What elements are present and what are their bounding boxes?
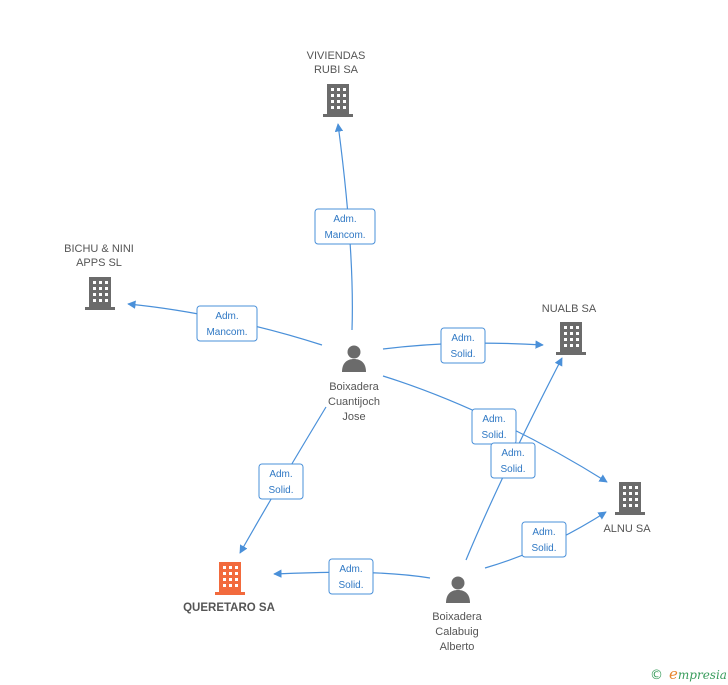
- edge-label-line: Adm.: [532, 527, 555, 538]
- edge-label-jose-bichu: Adm. Mancom.: [196, 305, 258, 342]
- person-name-line: Alberto: [440, 641, 475, 653]
- building-icon: [556, 322, 586, 355]
- edge-label-line: Adm.: [339, 564, 362, 575]
- edge-label-jose-queretaro: Adm. Solid.: [258, 463, 304, 500]
- person-name-line: Boixadera: [432, 611, 482, 623]
- copyright-symbol: ©: [650, 668, 663, 683]
- edge-label-line: Adm.: [215, 311, 238, 322]
- edge-label-jose-nualb: Adm. Solid.: [440, 327, 486, 364]
- company-node-alnu[interactable]: ALNU SA: [603, 482, 651, 535]
- edge-label-line: Solid.: [500, 464, 525, 475]
- company-name-line: NUALB SA: [542, 303, 597, 315]
- company-name-line: APPS SL: [76, 257, 122, 269]
- company-name-line: VIVIENDAS: [307, 50, 366, 62]
- edge-label-jose-viviendas: Adm. Mancom.: [314, 208, 376, 245]
- edge-label-alberto-alnu: Adm. Solid.: [521, 521, 567, 558]
- building-icon: [215, 562, 245, 595]
- person-name-line: Boixadera: [329, 381, 379, 393]
- edge-label-line: Solid.: [268, 485, 293, 496]
- edge-label-jose-alnu: Adm. Solid.: [471, 408, 517, 445]
- edge-label-line: Solid.: [338, 580, 363, 591]
- brand-rest: mpresia: [678, 668, 727, 682]
- company-node-queretaro[interactable]: QUERETARO SA: [183, 562, 275, 614]
- edge-label-line: Solid.: [481, 430, 506, 441]
- building-icon: [85, 277, 115, 310]
- company-name-line: QUERETARO SA: [183, 602, 275, 614]
- edge-label-line: Adm.: [482, 414, 505, 425]
- edge-label-line: Solid.: [450, 349, 475, 360]
- edge-label-line: Adm.: [451, 333, 474, 344]
- brand-initial: e: [669, 665, 678, 683]
- brand-logo: empresia: [669, 665, 727, 683]
- edge-label-line: Adm.: [269, 469, 292, 480]
- edge-label-alberto-queretaro: Adm. Solid.: [328, 558, 374, 595]
- edges: [127, 123, 608, 579]
- brand-watermark: © empresia: [650, 665, 727, 683]
- person-node-jose[interactable]: Boixadera Cuantijoch Jose: [328, 345, 380, 424]
- building-icon: [615, 482, 645, 515]
- edge-label-line: Mancom.: [206, 327, 247, 338]
- person-name-line: Cuantijoch: [328, 396, 380, 408]
- person-icon: [446, 576, 470, 603]
- person-name-line: Calabuig: [435, 626, 478, 638]
- edge-label-line: Mancom.: [324, 230, 365, 241]
- person-name-line: Jose: [342, 411, 365, 423]
- edge-label-line: Adm.: [333, 214, 356, 225]
- company-name-line: BICHU & NINI: [64, 243, 134, 255]
- edge-label-line: Solid.: [531, 543, 556, 554]
- company-node-viviendas[interactable]: VIVIENDAS RUBI SA: [307, 50, 366, 117]
- company-node-nualb[interactable]: NUALB SA: [542, 303, 597, 355]
- person-icon: [342, 345, 366, 372]
- person-node-alberto[interactable]: Boixadera Calabuig Alberto: [432, 576, 483, 654]
- company-name-line: RUBI SA: [314, 64, 359, 76]
- building-icon: [323, 84, 353, 117]
- company-node-bichu[interactable]: BICHU & NINI APPS SL: [64, 243, 134, 310]
- edge-label-alberto-nualb: Adm. Solid.: [490, 442, 536, 479]
- edge-label-line: Adm.: [501, 448, 524, 459]
- company-name-line: ALNU SA: [603, 523, 651, 535]
